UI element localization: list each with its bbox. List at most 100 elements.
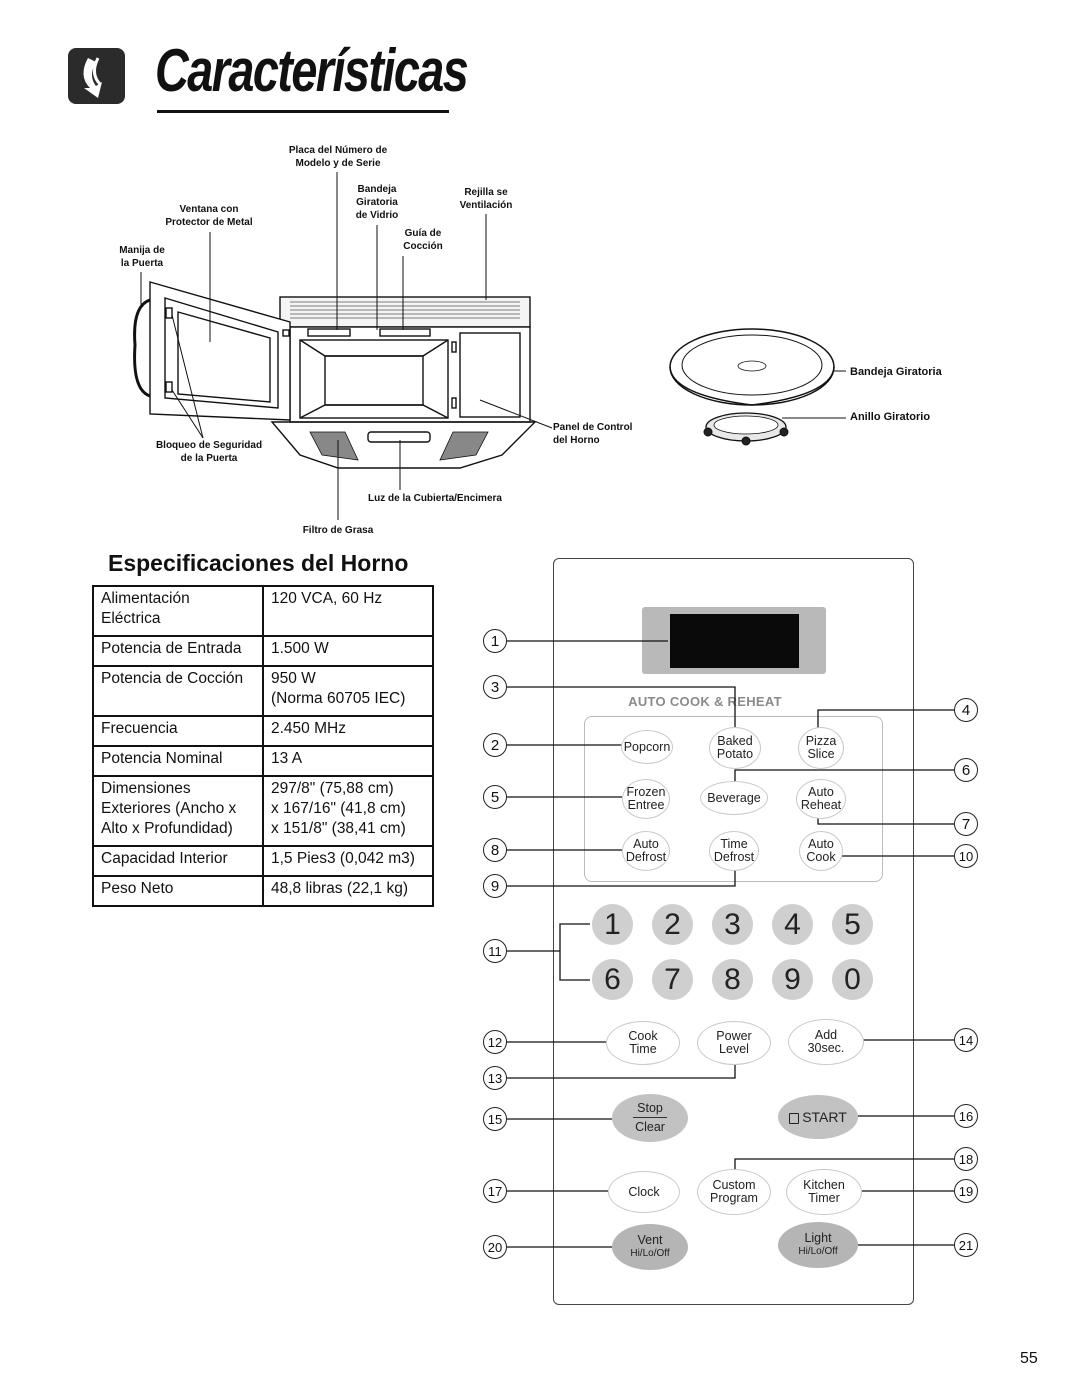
clock-button[interactable]: Clock — [608, 1171, 680, 1213]
label-bloqueo: Bloqueo de Seguridad de la Puerta — [155, 440, 263, 464]
callout-7: 7 — [954, 812, 978, 836]
callout-6: 6 — [954, 758, 978, 782]
auto-reheat-button[interactable]: Auto Reheat — [796, 779, 846, 819]
spec-label: Potencia de Entrada — [92, 635, 264, 667]
frozen-entree-button[interactable]: Frozen Entree — [622, 779, 670, 819]
cook-time-button[interactable]: Cook Time — [606, 1021, 680, 1065]
chapter-icon — [68, 48, 125, 104]
callout-16: 16 — [954, 1104, 978, 1128]
callout-4: 4 — [954, 698, 978, 722]
microwave-diagram — [133, 172, 846, 520]
callout-12: 12 — [483, 1030, 507, 1054]
kitchen-timer-button[interactable]: Kitchen Timer — [786, 1169, 862, 1215]
spec-label: Frecuencia — [92, 715, 264, 747]
custom-program-button[interactable]: Custom Program — [697, 1169, 771, 1215]
power-level-button[interactable]: Power Level — [697, 1021, 771, 1065]
vent-label: Vent — [637, 1233, 663, 1247]
callout-14: 14 — [954, 1028, 978, 1052]
spec-label: Peso Neto — [92, 875, 264, 907]
callout-9: 9 — [483, 874, 507, 898]
baked-potato-button[interactable]: Baked Potato — [709, 727, 761, 769]
digit-8-button[interactable]: 8 — [712, 959, 753, 1000]
label-ventana: Ventana con Protector de Metal — [165, 204, 253, 228]
callout-11: 11 — [483, 939, 507, 963]
light-button[interactable]: Light Hi/Lo/Off — [778, 1222, 858, 1268]
popcorn-button[interactable]: Popcorn — [621, 730, 673, 764]
auto-cook-button[interactable]: Auto Cook — [799, 831, 843, 871]
digit-4-button[interactable]: 4 — [772, 904, 813, 945]
label-anillo: Anillo Giratorio — [850, 411, 931, 423]
stop-clear-divider — [633, 1116, 667, 1119]
beverage-button[interactable]: Beverage — [700, 781, 768, 815]
page-title: Características — [155, 37, 469, 104]
time-defrost-button[interactable]: Time Defrost — [709, 831, 759, 871]
label-panel-control: Panel de Control del Horno — [553, 422, 633, 446]
digit-3-button[interactable]: 3 — [712, 904, 753, 945]
light-label: Light — [804, 1231, 832, 1245]
callout-19: 19 — [954, 1179, 978, 1203]
label-bandeja-giratoria: Bandeja Giratoria — [850, 366, 942, 378]
label-placa: Placa del Número de Modelo y de Serie — [288, 145, 388, 169]
callout-3: 3 — [483, 675, 507, 699]
auto-cook-title: AUTO COOK & REHEAT — [628, 694, 782, 709]
specs-title: Especificaciones del Horno — [108, 550, 409, 576]
vent-sub-label: Hi/Lo/Off — [630, 1248, 670, 1259]
start-button[interactable]: START — [778, 1095, 858, 1139]
digit-2-button[interactable]: 2 — [652, 904, 693, 945]
digit-7-button[interactable]: 7 — [652, 959, 693, 1000]
spec-label: Capacidad Interior — [92, 845, 264, 877]
lock-icon — [789, 1112, 800, 1124]
spec-label: Dimensiones Exteriores (Ancho x Alto x P… — [92, 775, 264, 847]
digit-0-button[interactable]: 0 — [832, 959, 873, 1000]
spec-label: Potencia de Cocción — [92, 665, 264, 717]
spec-value: 2.450 MHz — [262, 715, 434, 747]
label-filtro: Filtro de Grasa — [302, 525, 374, 536]
label-bandeja-vidrio: Bandeja Giratoria de Vidrio — [355, 184, 399, 221]
spec-label: Potencia Nominal — [92, 745, 264, 777]
title-underline — [157, 110, 449, 113]
auto-defrost-button[interactable]: Auto Defrost — [622, 831, 670, 871]
page-number: 55 — [1020, 1350, 1038, 1367]
spec-value: 950 W (Norma 60705 IEC) — [262, 665, 434, 717]
digit-9-button[interactable]: 9 — [772, 959, 813, 1000]
digit-1-button[interactable]: 1 — [592, 904, 633, 945]
label-guia: Guía de Cocción — [403, 228, 443, 252]
digit-5-button[interactable]: 5 — [832, 904, 873, 945]
display-screen — [670, 614, 799, 668]
callout-1: 1 — [483, 629, 507, 653]
pizza-slice-button[interactable]: Pizza Slice — [798, 727, 844, 769]
spec-value: 297/8" (75,88 cm) x 167/16" (41,8 cm) x … — [262, 775, 434, 847]
vent-button[interactable]: Vent Hi/Lo/Off — [612, 1224, 688, 1270]
callout-8: 8 — [483, 838, 507, 862]
start-label: START — [802, 1108, 847, 1125]
spec-value: 1,5 Pies3 (0,042 m3) — [262, 845, 434, 877]
callout-15: 15 — [483, 1107, 507, 1131]
digit-6-button[interactable]: 6 — [592, 959, 633, 1000]
callout-2: 2 — [483, 733, 507, 757]
stop-clear-button[interactable]: Stop Clear — [612, 1094, 688, 1142]
spec-value: 48,8 libras (22,1 kg) — [262, 875, 434, 907]
callout-13: 13 — [483, 1066, 507, 1090]
clear-label: Clear — [635, 1120, 665, 1135]
callout-20: 20 — [483, 1235, 507, 1259]
callout-17: 17 — [483, 1179, 507, 1203]
spec-value: 120 VCA, 60 Hz — [262, 585, 434, 637]
stop-label: Stop — [637, 1100, 663, 1115]
label-rejilla: Rejilla se Ventilación — [459, 187, 513, 211]
callout-5: 5 — [483, 785, 507, 809]
spec-value: 13 A — [262, 745, 434, 777]
add-30sec-button[interactable]: Add 30sec. — [788, 1019, 864, 1065]
label-luz: Luz de la Cubierta/Encimera — [368, 493, 502, 504]
spec-value: 1.500 W — [262, 635, 434, 667]
callout-18: 18 — [954, 1147, 978, 1171]
light-sub-label: Hi/Lo/Off — [798, 1246, 838, 1257]
callout-21: 21 — [954, 1233, 978, 1257]
